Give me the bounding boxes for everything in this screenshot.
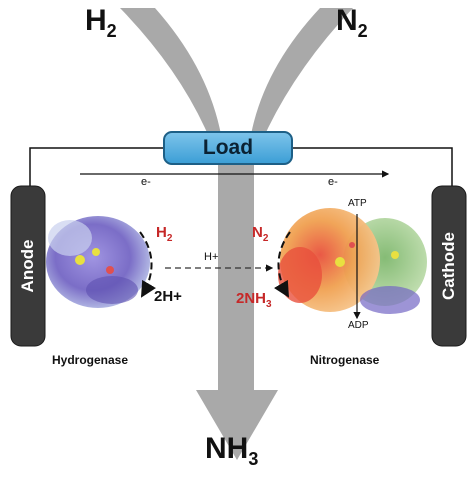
- anode-label: Anode: [18, 239, 37, 293]
- anode-electrode: [10, 185, 46, 347]
- hydrogenase-protein: [46, 216, 150, 308]
- h2-label: H2: [85, 4, 117, 41]
- hydrogenase-reaction-arc: [139, 231, 156, 298]
- electron-label-right: e-: [328, 176, 338, 188]
- nitrogenase-reaction-arc: [274, 231, 291, 298]
- electron-label-left: e-: [141, 176, 151, 188]
- nh3-label: NH3: [205, 432, 259, 469]
- nitrogenase-protein: [278, 208, 427, 314]
- proton-label: H+: [204, 251, 219, 263]
- circuit-wire: [29, 147, 453, 188]
- nitrogenase-name: Nitrogenase: [310, 353, 380, 367]
- hydrogenase-input-label: H2: [156, 224, 173, 244]
- nitrogenase-output-label: 2NH3: [236, 290, 272, 310]
- nitrogenase-input-label: N2: [252, 224, 269, 244]
- load-box: Load: [163, 131, 293, 165]
- n2-label: N2: [336, 4, 368, 41]
- cathode-electrode: [431, 185, 467, 347]
- gas-flow-arrow: [120, 8, 353, 460]
- adp-label: ADP: [348, 320, 369, 331]
- hydrogenase-output-label: 2H+: [154, 288, 182, 305]
- atp-label: ATP: [348, 198, 367, 209]
- cathode-label: Cathode: [439, 232, 458, 300]
- hydrogenase-name: Hydrogenase: [52, 353, 129, 367]
- load-label: Load: [202, 136, 254, 159]
